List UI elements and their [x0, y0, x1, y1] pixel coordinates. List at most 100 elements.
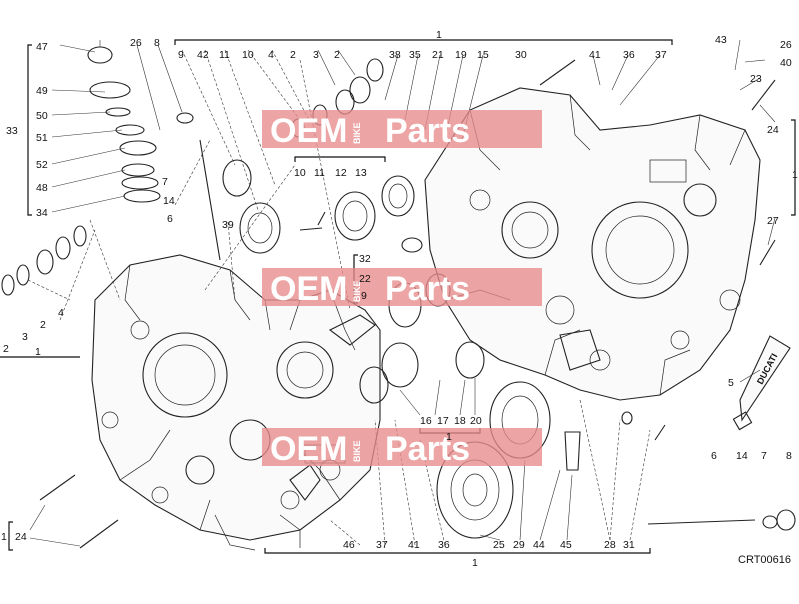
- callout-label: 30: [515, 49, 527, 61]
- callout-label: 41: [589, 49, 601, 61]
- callout-label: 5: [728, 377, 734, 389]
- callout-label: 39: [222, 219, 234, 231]
- callout-label: 47: [36, 41, 48, 53]
- callout-label: 1: [35, 346, 41, 358]
- callout-label: 28: [604, 539, 616, 551]
- left-seal-rings: [1, 225, 87, 296]
- callout-label: 45: [560, 539, 572, 551]
- leader-lines: [27, 39, 776, 547]
- callout-label: 33: [6, 125, 18, 137]
- diagram-reference-code: CRT00616: [738, 554, 791, 566]
- callout-label: 52: [36, 159, 48, 171]
- callout-label: 29: [513, 539, 525, 551]
- callout-label: 15: [477, 49, 489, 61]
- callout-label: 13: [355, 167, 367, 179]
- callout-label: 20: [470, 415, 482, 427]
- watermark-brand-sub: BIKE: [352, 280, 362, 302]
- watermark-brand-right: Parts: [385, 270, 470, 308]
- callout-label: 32: [359, 253, 371, 265]
- callout-label: 19: [455, 49, 467, 61]
- callout-label: 36: [438, 539, 450, 551]
- callout-label: 25: [493, 539, 505, 551]
- callout-label: 10: [242, 49, 254, 61]
- right-crankcase-half: [424, 87, 761, 401]
- callout-label: 2: [3, 343, 9, 355]
- watermark-group: OEM BIKE Parts OEM BIKE Parts OEM BIKE P…: [262, 110, 542, 468]
- callout-label: 18: [454, 415, 466, 427]
- callout-label: 6: [711, 450, 717, 462]
- misc-labels: 26 8 33 7 14 6 39 1 10 11 12 13 32 22 9 …: [1, 29, 798, 569]
- watermark-middle: OEM BIKE Parts: [262, 268, 542, 308]
- callout-label: 17: [437, 415, 449, 427]
- callout-label: 8: [786, 450, 792, 462]
- callout-label: 2: [334, 49, 340, 61]
- callout-label: 43: [715, 34, 727, 46]
- callout-label: 2: [40, 319, 46, 331]
- callout-label: 37: [376, 539, 388, 551]
- callout-label: 16: [420, 415, 432, 427]
- callout-label: 22: [359, 273, 371, 285]
- callout-label: 51: [36, 132, 48, 144]
- callout-label: 35: [409, 49, 421, 61]
- callout-label: 21: [432, 49, 444, 61]
- callout-label: 44: [533, 539, 545, 551]
- callout-label: 46: [343, 539, 355, 551]
- callout-label: 1: [1, 531, 7, 543]
- callout-label: 27: [767, 215, 779, 227]
- watermark-brand-sub: BIKE: [352, 440, 362, 462]
- callout-label: 24: [767, 124, 779, 136]
- watermark-brand-sub: BIKE: [352, 122, 362, 144]
- callout-label: 50: [36, 110, 48, 122]
- watermark-brand-left: OEM: [270, 430, 347, 468]
- right-bottom-parts: [289, 411, 796, 531]
- studs-and-bolts: [39, 59, 776, 549]
- callout-label: 7: [162, 176, 168, 188]
- watermark-bottom: OEM BIKE Parts: [262, 428, 542, 468]
- callout-label: 2: [290, 49, 296, 61]
- callout-label: 48: [36, 182, 48, 194]
- watermark-top: OEM BIKE Parts: [262, 110, 542, 150]
- callout-label: 12: [335, 167, 347, 179]
- callout-label: 6: [167, 213, 173, 225]
- watermark-brand-left: OEM: [270, 270, 347, 308]
- callout-label: 49: [36, 85, 48, 97]
- callout-label: 34: [36, 207, 48, 219]
- callout-label: 11: [219, 49, 230, 61]
- watermark-brand-left: OEM: [270, 112, 347, 150]
- callout-label: 1: [472, 557, 478, 569]
- callout-label: 9: [361, 290, 367, 302]
- callout-label: 10: [294, 167, 306, 179]
- watermark-brand-right: Parts: [385, 112, 470, 150]
- watermark-brand-right: Parts: [385, 430, 470, 468]
- top-row-labels: 9 42 11 10 4 2 3 2 38 35 21 19 15 30 41 …: [178, 49, 667, 61]
- pump-assembly-top-left: [87, 40, 161, 203]
- left-column-labels: 47 49 50 51 52 48 34: [36, 41, 48, 219]
- callout-label: 3: [22, 331, 28, 343]
- sealant-tube: DUCATI: [732, 335, 791, 431]
- callout-label: 1: [436, 29, 442, 41]
- callout-label: 31: [623, 539, 635, 551]
- callout-label: 36: [623, 49, 635, 61]
- callout-label: 11: [314, 167, 325, 179]
- left-crankcase-half: [91, 254, 381, 551]
- callout-label: 14: [163, 195, 175, 207]
- callout-label: 42: [197, 49, 209, 61]
- callout-label: 38: [389, 49, 401, 61]
- callout-label: 8: [154, 37, 160, 49]
- callout-label: 9: [178, 49, 184, 61]
- callout-label: 41: [408, 539, 420, 551]
- callout-label: 24: [15, 531, 27, 543]
- callout-label: 4: [58, 307, 64, 319]
- callout-label: 4: [268, 49, 274, 61]
- callout-label: 3: [313, 49, 319, 61]
- callout-label: 37: [655, 49, 667, 61]
- callout-label: 1: [446, 431, 452, 443]
- callout-label: 26: [780, 39, 792, 51]
- callout-label: 1: [792, 169, 798, 181]
- callout-label: 26: [130, 37, 142, 49]
- callout-label: 23: [750, 73, 762, 85]
- callout-label: 40: [780, 57, 792, 69]
- callout-label: 14: [736, 450, 748, 462]
